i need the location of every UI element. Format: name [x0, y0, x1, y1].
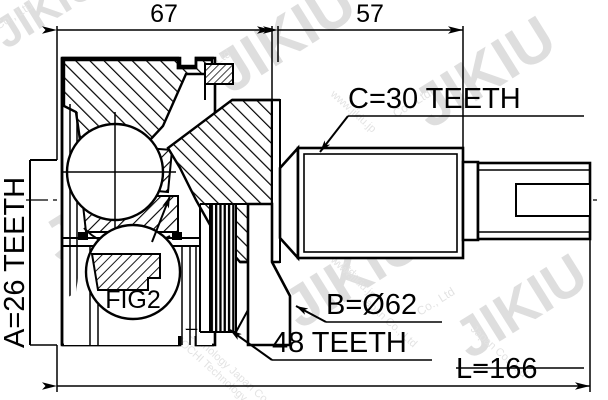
spline-barrel-inner [303, 153, 458, 253]
circlip-detail [204, 63, 234, 100]
label-48-teeth: 48 TEETH [229, 327, 432, 361]
abs-teeth-leader [229, 329, 273, 361]
fig2-detail-callout: FIG2 [84, 195, 182, 321]
end-shaft-stub [476, 161, 592, 241]
abs-tone-ring-teeth [209, 203, 237, 333]
label-C-30-teeth: C=30 TEETH [319, 83, 584, 153]
b-diameter-label: B=Ø62 [326, 289, 417, 321]
fig2-section-shape [90, 253, 161, 291]
a-teeth-label: A=26 TEETH [0, 177, 31, 348]
length-label: L=166 [456, 353, 537, 385]
c-teeth-leader [319, 115, 349, 153]
dimension-A-extension [29, 62, 58, 346]
ball-bearing [62, 112, 176, 232]
housing-top-edge [62, 56, 214, 70]
dimension-57-label: 57 [356, 0, 384, 28]
outer-spline-shaft [278, 144, 480, 262]
shaft-step [461, 160, 480, 242]
fig2-label: FIG2 [105, 286, 161, 314]
abs-teeth-label: 48 TEETH [272, 327, 407, 359]
abs-tone-ring [199, 203, 249, 333]
circlip-rect [204, 63, 234, 85]
dimension-57: 57 [263, 0, 464, 100]
fig2-leader-line [151, 195, 171, 243]
retaining-groove [515, 183, 591, 217]
lower-shoulder-shape [246, 202, 292, 347]
dimension-L-166: L=166 [42, 239, 591, 392]
dimension-67-label: 67 [150, 0, 178, 28]
spline-barrel [296, 146, 465, 260]
b-diameter-leader [295, 305, 327, 323]
c-teeth-label: C=30 TEETH [348, 83, 521, 115]
joint-stem-section [166, 98, 281, 264]
label-A-26-teeth: A=26 TEETH [0, 177, 31, 348]
label-B-diameter: B=Ø62 [295, 289, 442, 323]
lower-body-shoulder [246, 202, 292, 347]
shaft-taper [278, 144, 300, 262]
